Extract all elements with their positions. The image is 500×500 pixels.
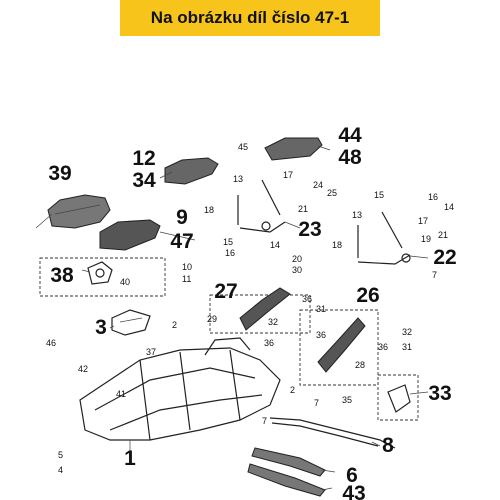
rail-part-8: [269, 417, 396, 449]
label-11: 11: [182, 274, 191, 284]
callout-6: 6: [346, 464, 358, 487]
callout-47: 47: [170, 230, 193, 253]
label-7c: 7: [262, 416, 267, 426]
rail-part-43: [247, 463, 326, 497]
callout-12: 12: [132, 147, 155, 170]
label-29: 29: [207, 314, 217, 324]
label-5: 5: [58, 450, 63, 460]
label-42: 42: [78, 364, 88, 374]
label-16a: 16: [225, 248, 235, 258]
callout-1: 1: [124, 447, 136, 470]
label-21a: 21: [298, 204, 308, 214]
label-24: 24: [313, 180, 323, 190]
callout-9: 9: [176, 206, 188, 229]
label-36b: 36: [264, 338, 274, 348]
handle-assembly-22: [357, 211, 411, 265]
label-35: 35: [342, 395, 352, 405]
label-36d: 36: [378, 342, 388, 352]
callout-44: 44: [338, 124, 362, 147]
label-46: 46: [46, 338, 56, 348]
seat-part-39: [47, 194, 111, 229]
callout-22: 22: [433, 246, 456, 269]
caption-banner: Na obrázku díl číslo 47-1: [120, 0, 380, 36]
label-14a: 14: [270, 240, 280, 250]
label-2b: 2: [290, 385, 295, 395]
callout-23: 23: [298, 218, 321, 241]
callout-38: 38: [50, 264, 74, 287]
callout-39: 39: [48, 162, 71, 185]
label-4: 4: [58, 465, 63, 475]
label-45: 45: [238, 142, 248, 152]
callout-3: 3: [95, 316, 107, 339]
label-14b: 14: [444, 202, 454, 212]
group-box-27: [209, 294, 311, 334]
label-18b: 18: [332, 240, 342, 250]
seat-part-44: [264, 137, 323, 161]
label-28: 28: [355, 360, 365, 370]
label-7b: 7: [314, 398, 319, 408]
label-10: 10: [182, 262, 192, 272]
callout-27: 27: [214, 280, 237, 303]
label-15b: 15: [374, 190, 384, 200]
label-36c: 36: [316, 330, 326, 340]
label-17a: 17: [283, 170, 293, 180]
leader-lines: [35, 145, 429, 491]
group-box-26: [299, 309, 379, 386]
label-19: 19: [421, 234, 431, 244]
label-16b: 16: [428, 192, 438, 202]
callout-26: 26: [356, 284, 379, 307]
label-21b: 21: [438, 230, 448, 240]
callout-43: 43: [342, 482, 365, 500]
bracket-part-3: [111, 309, 151, 336]
seat-part-12: [164, 157, 219, 185]
side-rail-27: [239, 287, 291, 331]
callout-33: 33: [428, 382, 451, 405]
label-31b: 31: [402, 342, 412, 352]
label-25: 25: [327, 188, 337, 198]
caption-text: Na obrázku díl číslo 47-1: [150, 8, 350, 27]
label-32b: 32: [402, 327, 412, 337]
label-2a: 2: [172, 320, 177, 330]
label-18a: 18: [204, 205, 214, 215]
side-rail-26: [317, 317, 366, 373]
label-41: 41: [116, 389, 126, 399]
label-37: 37: [146, 347, 156, 357]
label-31a: 31: [316, 304, 326, 314]
label-20: 20: [292, 254, 302, 264]
label-30: 30: [292, 265, 302, 275]
bracket-part-33: [387, 384, 411, 413]
label-13a: 13: [233, 174, 243, 184]
label-7a: 7: [432, 270, 437, 280]
label-40: 40: [120, 277, 130, 287]
label-36a: 36: [302, 294, 312, 304]
group-box-38: [39, 257, 166, 297]
handle-assembly-23: [237, 179, 286, 233]
main-frame-part-1: [79, 337, 281, 441]
label-15a: 15: [223, 237, 233, 247]
callout-8: 8: [382, 434, 394, 457]
label-17b: 17: [418, 216, 428, 226]
label-32a: 32: [268, 317, 278, 327]
group-box-33: [377, 374, 419, 421]
callout-34: 34: [132, 169, 156, 192]
callout-48: 48: [338, 146, 362, 169]
rail-part-6: [251, 447, 326, 477]
seat-part-47: [99, 219, 161, 251]
label-13b: 13: [352, 210, 362, 220]
bracket-part-38: [87, 261, 113, 285]
